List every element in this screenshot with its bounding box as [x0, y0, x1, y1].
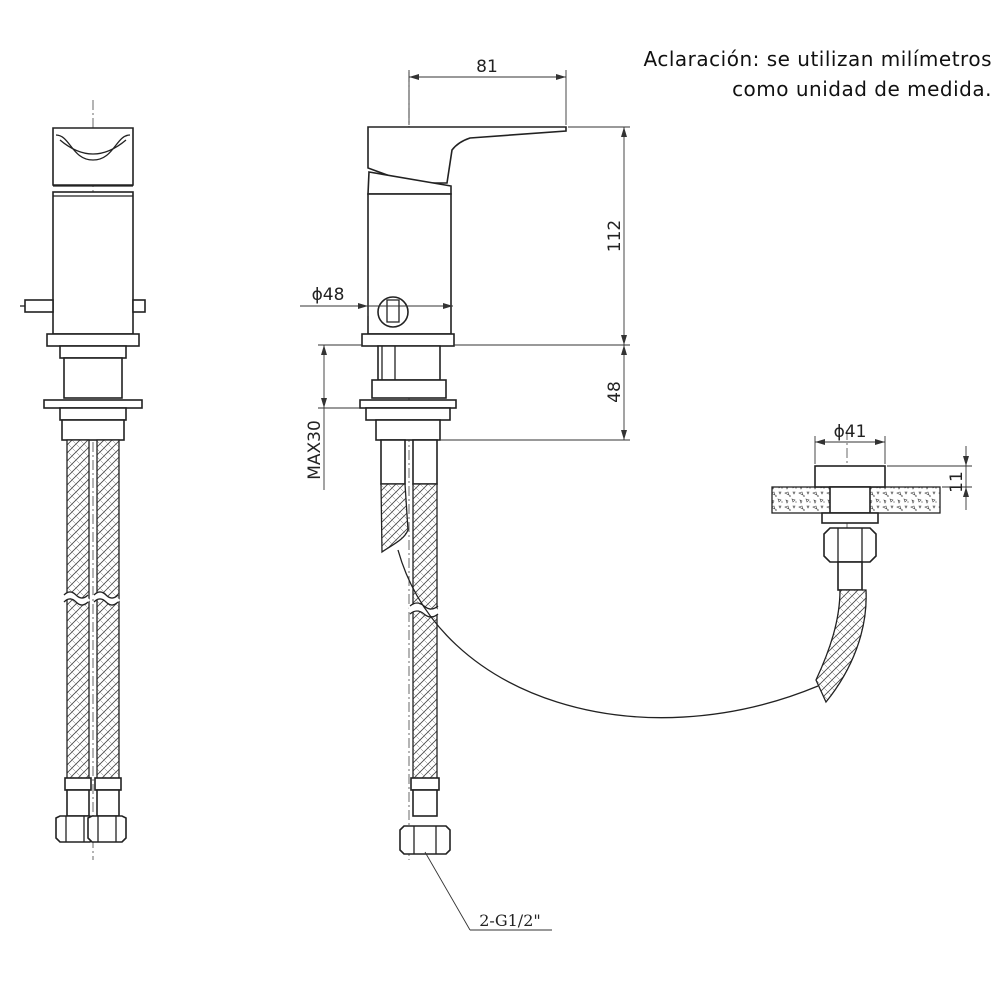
side-view — [359, 72, 819, 860]
dim-escutcheon-diameter: ϕ41 — [834, 422, 867, 442]
units-note-line-2: como unidad de medida. — [732, 77, 992, 101]
dim-body-diameter: ϕ48 — [312, 285, 345, 305]
dimension-lines — [300, 70, 972, 931]
units-note: Aclaración: se utilizan milímetros como … — [644, 44, 992, 104]
escutcheon-detail — [771, 430, 941, 704]
dim-base-height: 48 — [605, 381, 625, 403]
dimension-labels: 81 112 ϕ48 48 MAX30 ϕ41 11 2-G1/2" — [305, 57, 967, 930]
dim-spout-reach: 81 — [476, 57, 498, 77]
dim-height: 112 — [605, 220, 625, 252]
front-view — [20, 100, 146, 860]
dim-connection: 2-G1/2" — [479, 911, 540, 930]
units-note-line-1: Aclaración: se utilizan milímetros — [643, 47, 992, 71]
dim-escutcheon-height: 11 — [947, 471, 967, 493]
dim-max-deck: MAX30 — [305, 420, 325, 480]
